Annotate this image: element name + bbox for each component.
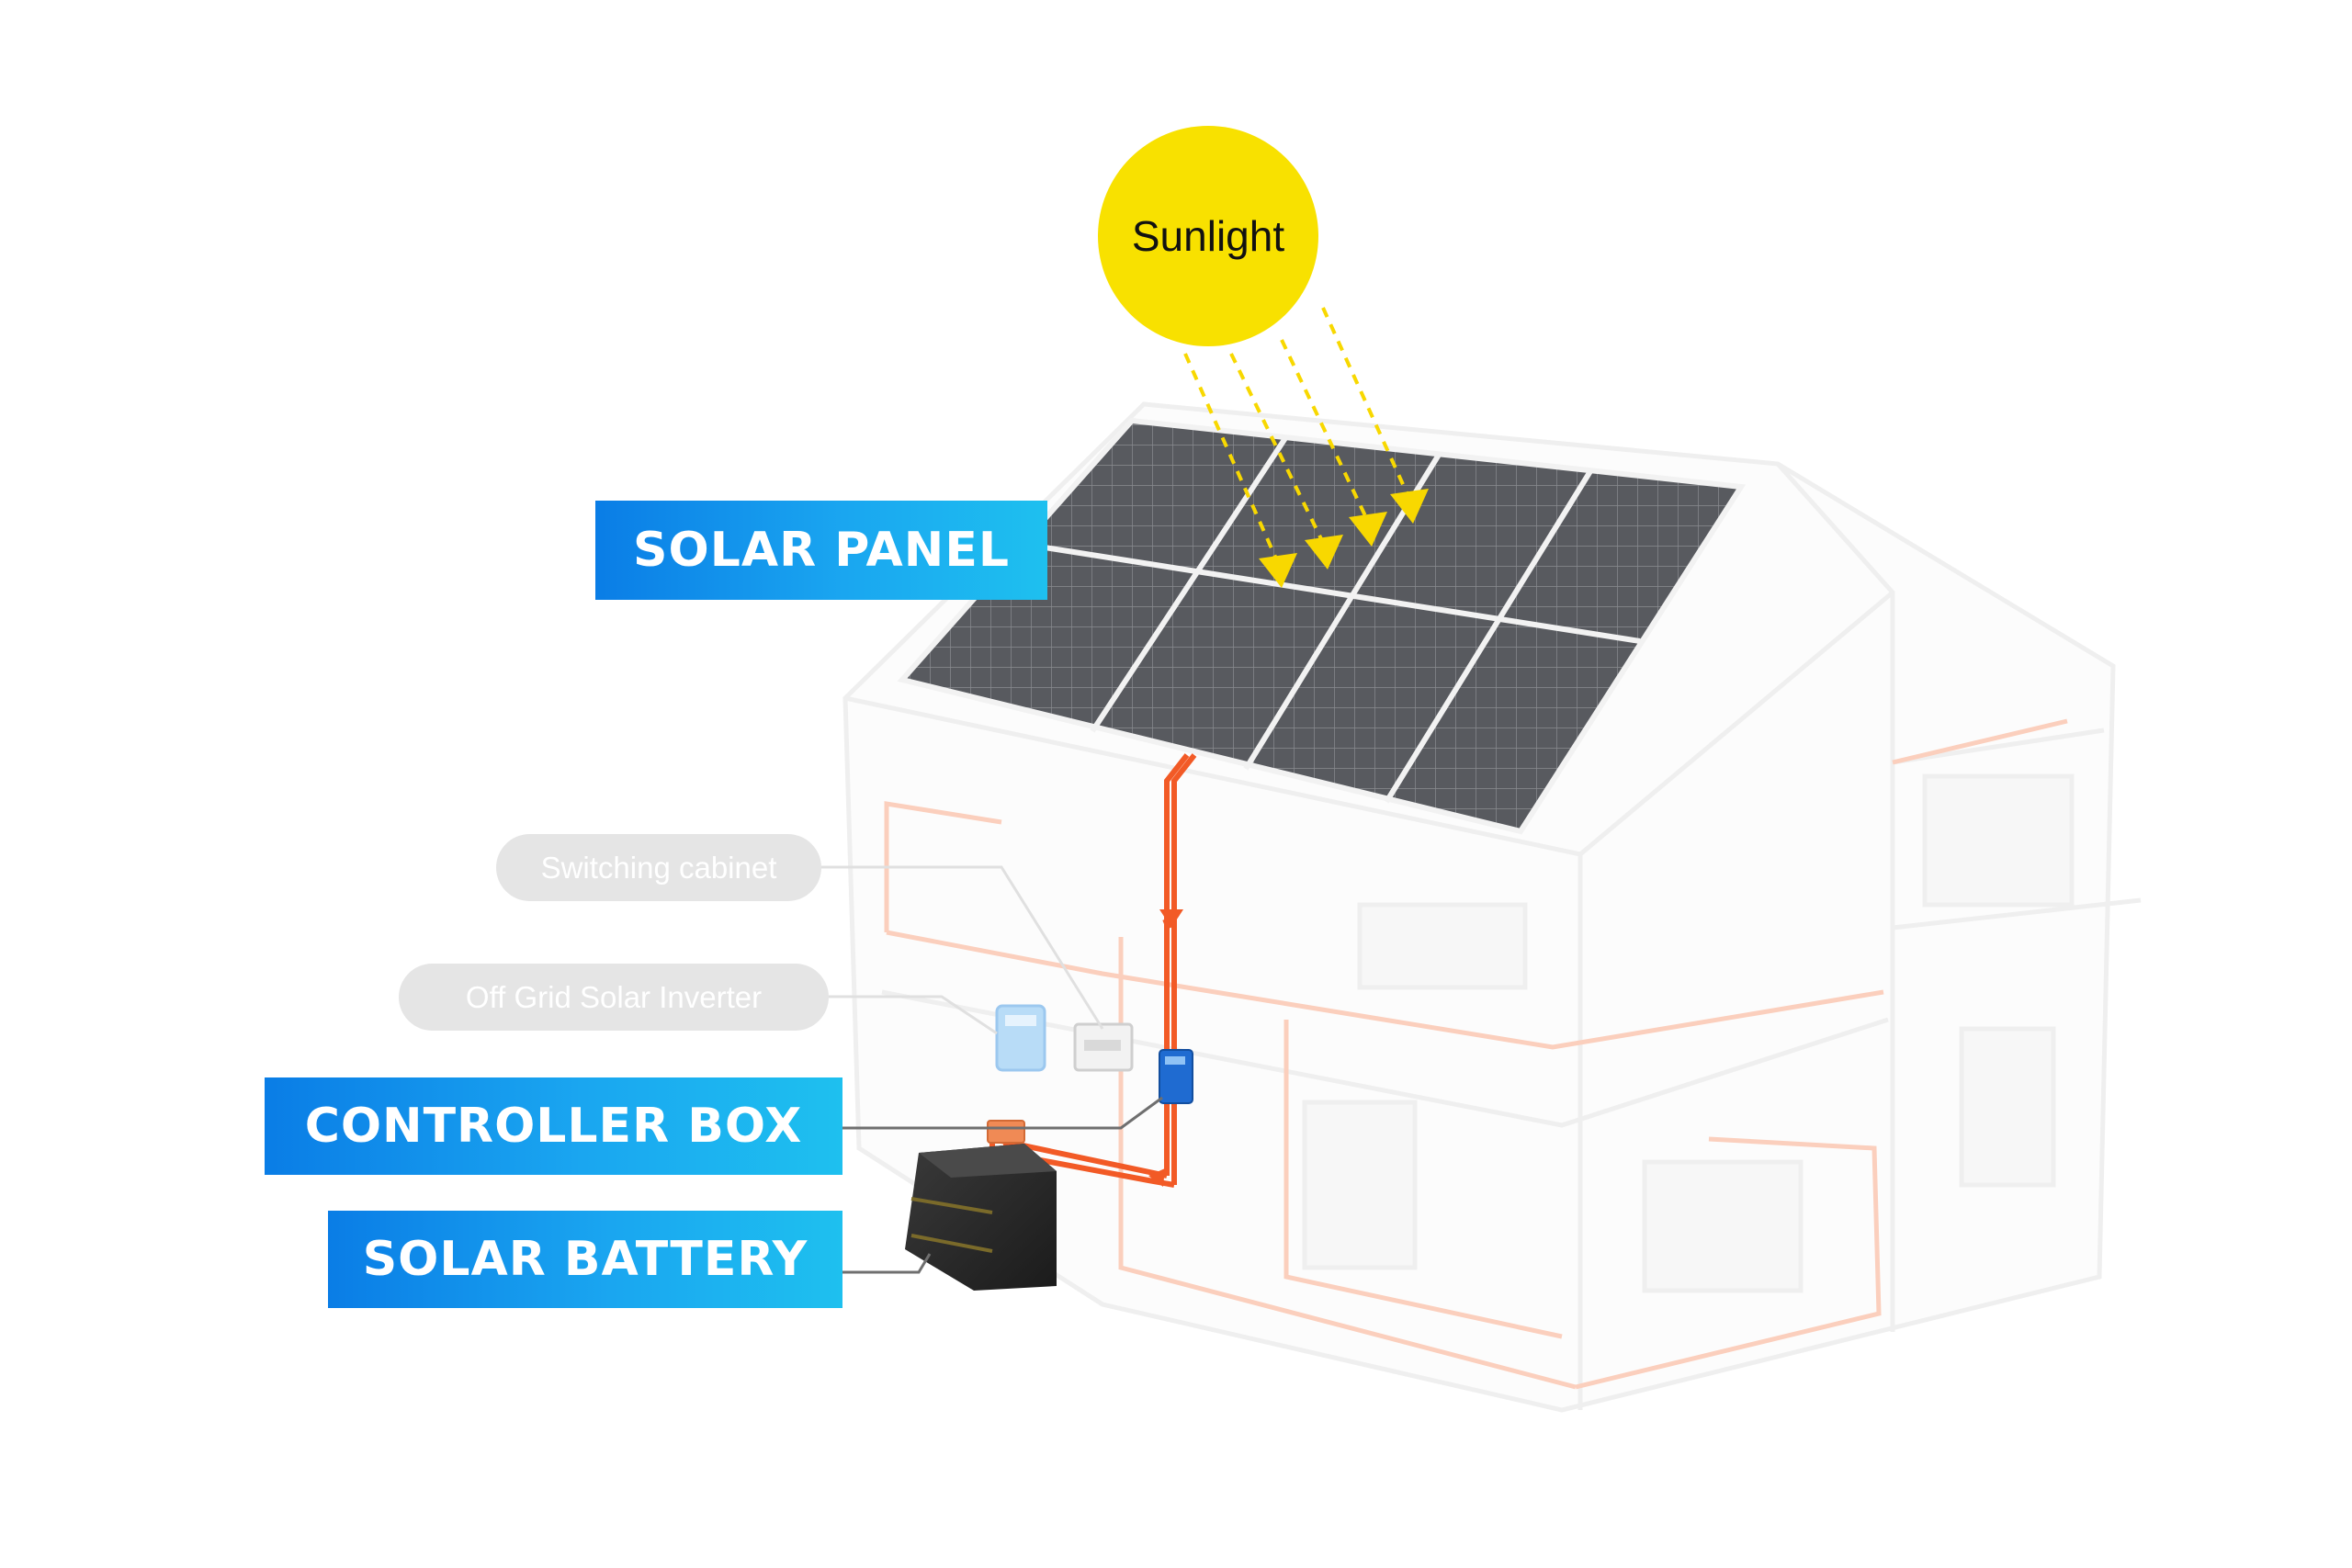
switching-cabinet-device <box>1073 1022 1134 1072</box>
solar-panel-label: SOLAR PANEL <box>595 501 1047 600</box>
sunlight-rays <box>1183 307 1429 588</box>
sun: Sunlight <box>1098 126 1318 346</box>
sun-label: Sunlight <box>1131 212 1285 260</box>
inverter-label: Off Grid Solar Inverter <box>399 964 829 1031</box>
battery-device <box>905 1144 1057 1291</box>
inverter-device <box>995 1004 1046 1072</box>
controller-device <box>1159 1049 1193 1104</box>
solar-battery-label: SOLAR BATTERY <box>328 1211 842 1308</box>
combiner-box <box>987 1120 1025 1144</box>
leader-lines <box>821 865 1163 1274</box>
controller-box-label: CONTROLLER BOX <box>265 1077 842 1175</box>
switching-cabinet-label: Switching cabinet <box>496 834 821 901</box>
